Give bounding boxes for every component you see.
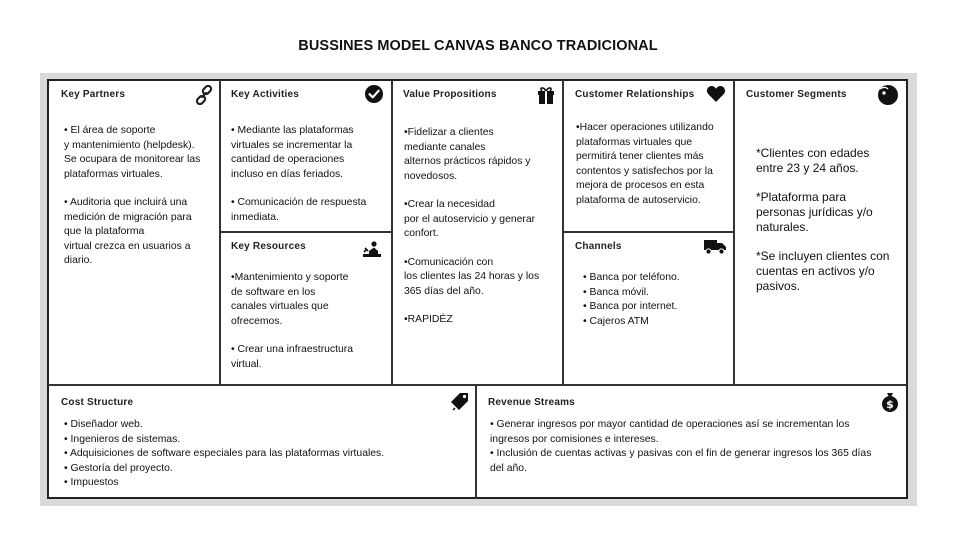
value-propositions-item: •Fidelizar a clientes mediante canales a… [404, 127, 531, 182]
revenue-streams-item: • Inclusión de cuentas activas y pasivas… [490, 448, 872, 474]
value-propositions-item: •Crear la necesidad por el autoservicio … [404, 199, 536, 239]
key-resources-item: •Mantenimiento y soporte de software en … [231, 272, 349, 327]
canvas-board [47, 79, 908, 499]
customer-relationships-content: •Hacer operaciones utilizando plataforma… [576, 121, 732, 208]
value-propositions-heading: Value Propositions [403, 89, 497, 100]
value-propositions-item: •Comunicación con los clientes las 24 ho… [404, 256, 540, 297]
link-icon [195, 85, 213, 105]
key-partners-item: • Auditoria que incluirá una medición de… [64, 197, 192, 266]
check-circle-icon [365, 85, 383, 103]
divider [733, 80, 735, 385]
customer-segments-content: *Clientes con edades entre 23 y 24 años.… [756, 146, 906, 294]
channels-heading: Channels [575, 241, 622, 252]
key-resources-content: •Mantenimiento y soporte de software en … [231, 271, 389, 372]
svg-text:$: $ [886, 398, 894, 411]
divider [220, 231, 391, 233]
money-bag-icon: $ [882, 393, 898, 412]
divider [563, 231, 734, 233]
truck-icon [704, 240, 726, 255]
value-propositions-item: •RAPIDÉZ [404, 314, 453, 325]
page-title: BUSSINES MODEL CANVAS BANCO TRADICIONAL [298, 38, 658, 54]
gift-icon [538, 87, 554, 104]
divider [391, 80, 393, 385]
customer-relationships-item: •Hacer operaciones utilizando plataforma… [576, 122, 714, 206]
value-propositions-content: •Fidelizar a clientes mediante canales a… [404, 126, 560, 328]
cost-structure-item: • Diseñador web. [64, 419, 143, 430]
customer-segments-item: *Plataforma para personas jurídicas y/o … [756, 190, 873, 234]
key-partners-content: • El área de soporte y mantenimiento (he… [64, 124, 214, 269]
worker-icon [363, 241, 381, 257]
divider [219, 80, 221, 385]
key-partners-heading: Key Partners [61, 89, 126, 100]
revenue-streams-content: • Generar ingresos por mayor cantidad de… [490, 418, 902, 476]
channels-item: • Banca por internet. [583, 301, 678, 312]
key-activities-item: • Mediante las plataformas virtuales se … [231, 125, 354, 180]
cost-structure-item: • Gestoría del proyecto. [64, 462, 173, 474]
channels-content: • Banca por teléfono. • Banca móvil. • B… [583, 271, 728, 329]
divider [562, 80, 564, 385]
channels-item: • Banca móvil. [583, 286, 650, 298]
channels-item: • Banca por teléfono. [583, 272, 680, 283]
face-icon [878, 85, 898, 105]
key-activities-item: • Comunicación de respuesta inmediata. [231, 197, 367, 223]
customer-segments-item: *Se incluyen clientes con cuentas en act… [756, 249, 890, 293]
divider [48, 384, 907, 386]
channels-item: • Cajeros ATM [583, 315, 649, 327]
customer-segments-item: *Clientes con edades entre 23 y 24 años. [756, 146, 870, 175]
cost-structure-item: • Adquisiciones de software especiales p… [64, 448, 385, 459]
divider [475, 384, 477, 499]
heart-icon [706, 86, 726, 102]
key-resources-heading: Key Resources [231, 241, 306, 252]
cost-structure-item: • Ingenieros de sistemas. [64, 433, 181, 445]
tag-icon [451, 393, 468, 411]
key-resources-item: • Crear una infraestructura virtual. [231, 344, 354, 370]
key-partners-item: • El área de soporte y mantenimiento (he… [64, 125, 201, 180]
customer-segments-heading: Customer Segments [746, 89, 847, 100]
customer-relationships-heading: Customer Relationships [575, 89, 695, 100]
cost-structure-content: • Diseñador web. • Ingenieros de sistema… [64, 418, 464, 491]
revenue-streams-item: • Generar ingresos por mayor cantidad de… [490, 419, 850, 445]
cost-structure-item: • Impuestos [64, 477, 119, 488]
cost-structure-heading: Cost Structure [61, 397, 134, 408]
revenue-streams-heading: Revenue Streams [488, 397, 575, 408]
key-activities-heading: Key Activities [231, 89, 300, 100]
key-activities-content: • Mediante las plataformas virtuales se … [231, 124, 389, 225]
